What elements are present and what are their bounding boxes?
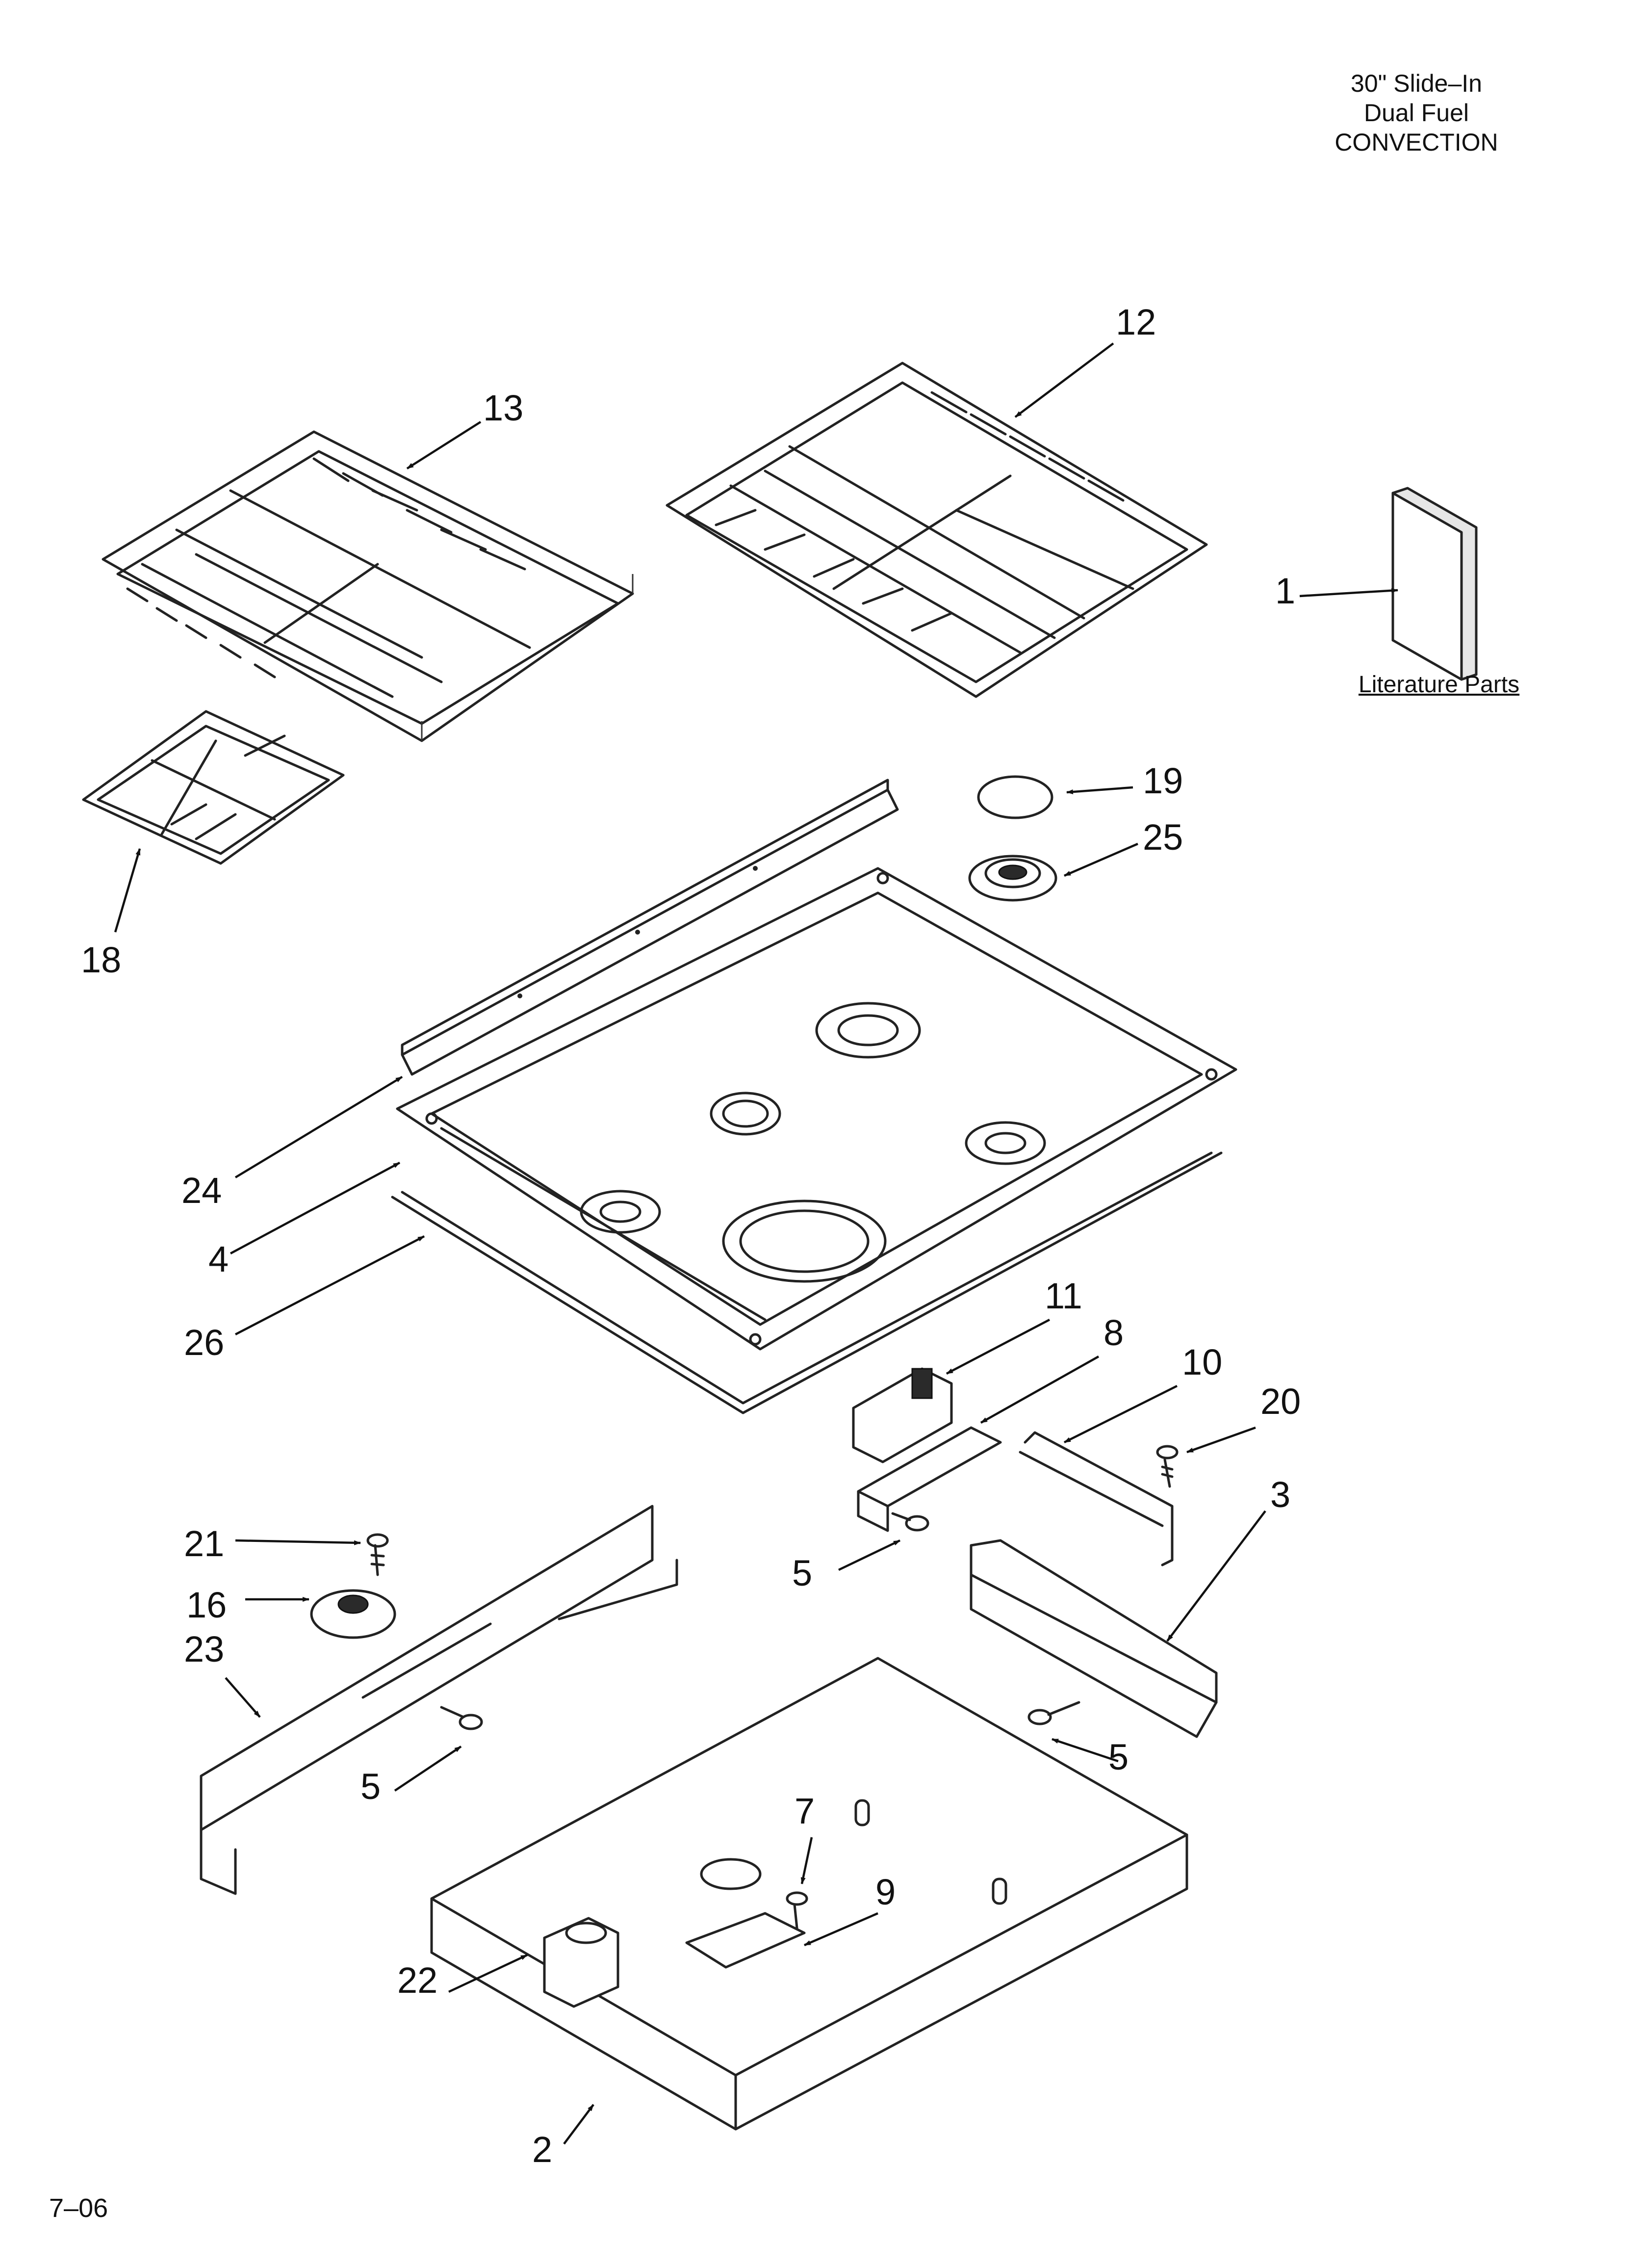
callout-8: 8 <box>1103 1312 1124 1353</box>
part-11-spark-module <box>852 1367 953 1463</box>
callout-22: 22 <box>397 1960 438 2001</box>
literature-parts-caption: Literature Parts <box>1359 672 1520 698</box>
header-line-2: Dual Fuel <box>1364 99 1469 127</box>
callout-16: 16 <box>186 1585 227 1625</box>
part-5-screw-left <box>440 1706 483 1730</box>
part-20-screw <box>1156 1445 1179 1488</box>
part-12-right-grate <box>666 362 1208 698</box>
part-3-side-panel <box>970 1539 1218 1738</box>
callout-5-left: 5 <box>360 1766 381 1807</box>
part-24-rear-trim <box>401 779 899 1076</box>
part-5-screw-upper <box>891 1512 929 1532</box>
model-header: 30" Slide–In Dual Fuel CONVECTION <box>1269 69 1564 157</box>
callout-24: 24 <box>181 1170 222 1211</box>
callout-3: 3 <box>1270 1474 1291 1515</box>
callout-7: 7 <box>795 1791 815 1831</box>
part-19-burner-cap <box>977 775 1053 819</box>
callout-5-upper: 5 <box>792 1553 813 1593</box>
part-22-regulator <box>543 1917 619 2008</box>
part-2-base-pan <box>430 1657 1188 2131</box>
part-13-left-grate <box>102 430 634 742</box>
header-line-3: CONVECTION <box>1334 129 1498 156</box>
part-10-wire-guard <box>1019 1431 1174 1566</box>
callout-4: 4 <box>208 1239 229 1279</box>
part-16-valve <box>310 1589 396 1639</box>
part-18-small-grate <box>82 710 345 865</box>
callout-13: 13 <box>483 388 524 428</box>
part-4-cooktop <box>396 867 1237 1351</box>
callout-20: 20 <box>1260 1381 1301 1422</box>
callout-18: 18 <box>81 939 122 980</box>
callout-12: 12 <box>1116 302 1156 342</box>
part-9-valve-bracket <box>685 1912 806 1969</box>
callout-9: 9 <box>875 1872 896 1912</box>
header-line-1: 30" Slide–In <box>1351 70 1482 97</box>
part-8-module-bracket <box>857 1426 1002 1532</box>
part-23-side-panel <box>200 1505 678 1895</box>
callout-19: 19 <box>1143 760 1183 801</box>
part-5-screw-right <box>1027 1701 1080 1725</box>
part-1-literature <box>1391 487 1478 681</box>
callout-10: 10 <box>1182 1342 1223 1382</box>
part-26-gasket <box>391 1151 1223 1414</box>
callout-5-right: 5 <box>1108 1737 1129 1777</box>
leader-lines <box>114 342 1398 2145</box>
callout-21: 21 <box>184 1523 225 1564</box>
callout-23: 23 <box>184 1629 225 1669</box>
part-21-screw <box>366 1533 389 1576</box>
part-25-burner-base <box>968 855 1057 902</box>
callout-2: 2 <box>532 2129 553 2170</box>
revision-code: 7–06 <box>49 2193 108 2223</box>
part-7-screw <box>786 1891 808 1929</box>
callout-11: 11 <box>1045 1276 1082 1316</box>
callout-26: 26 <box>184 1322 225 1363</box>
callout-25: 25 <box>1143 817 1183 858</box>
callout-1: 1 <box>1275 571 1296 611</box>
